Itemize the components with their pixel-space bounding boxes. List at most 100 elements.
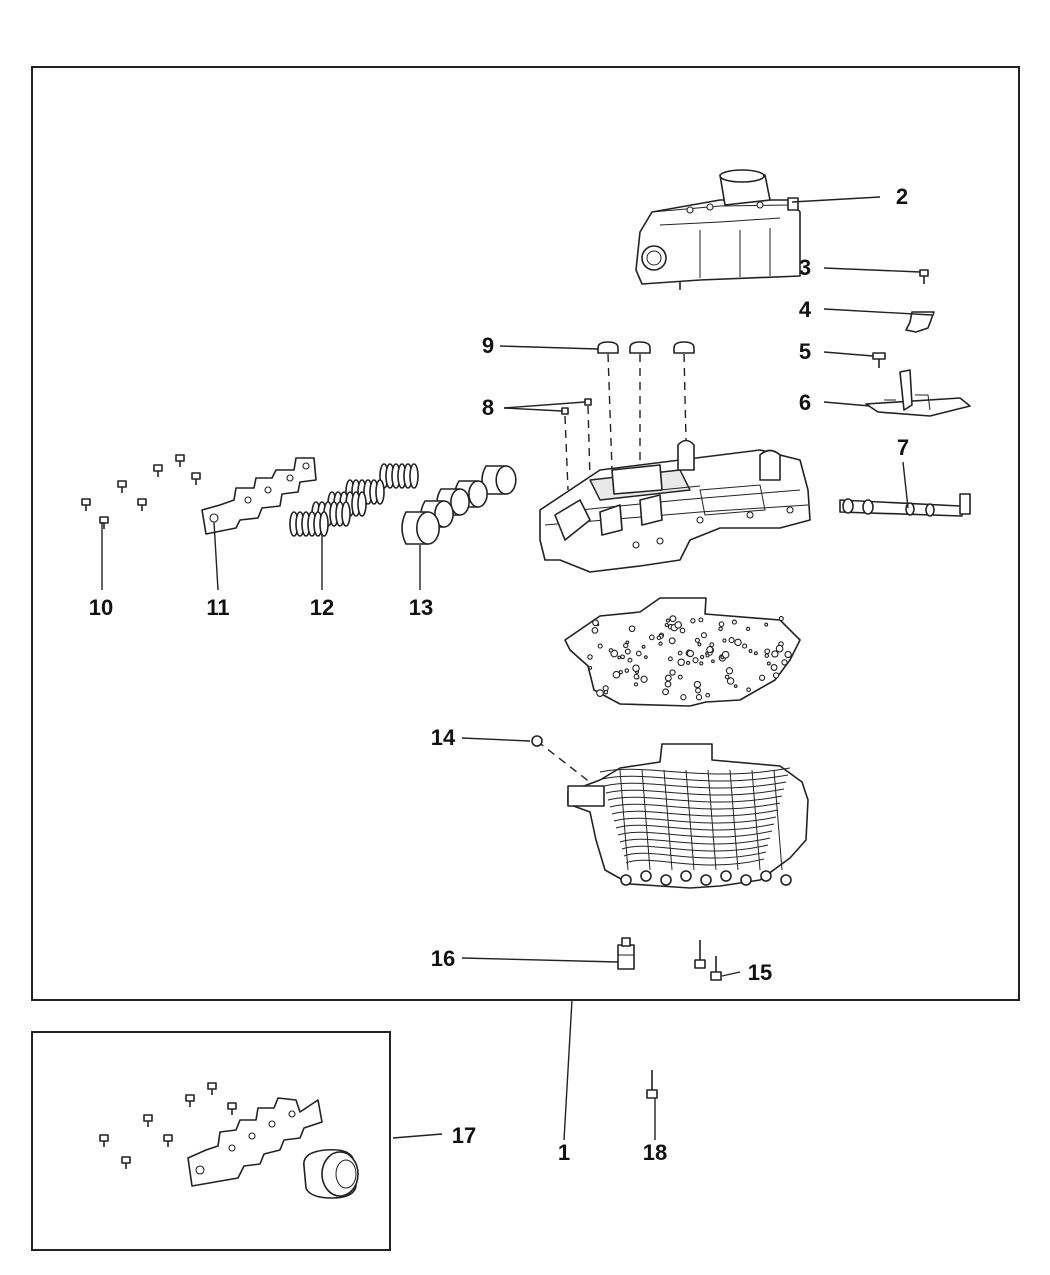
plate-hole xyxy=(695,694,703,701)
spring-coil xyxy=(319,511,329,537)
passage xyxy=(663,769,673,871)
boss xyxy=(640,870,652,882)
callout-6: 6 xyxy=(799,390,811,415)
plate-hole xyxy=(665,618,671,623)
plate-hole xyxy=(620,654,625,660)
callout-4: 4 xyxy=(799,297,812,322)
plate-hole xyxy=(693,680,702,689)
plate-hole xyxy=(640,675,648,683)
plate-hole xyxy=(588,665,593,670)
plate-hole xyxy=(699,654,705,660)
screw-10-7-head xyxy=(99,516,109,524)
piston-face xyxy=(495,465,517,495)
plate-hole xyxy=(699,661,704,666)
plate-hole xyxy=(718,621,725,627)
main-assembly-frame xyxy=(31,66,1020,1001)
passage xyxy=(773,769,783,871)
spring-12-2 xyxy=(345,479,385,505)
plate-hole xyxy=(695,687,701,694)
callout-11: 11 xyxy=(206,595,229,620)
part-6-detent-lever xyxy=(865,369,971,417)
part-15-bolts xyxy=(694,940,722,981)
kit-screw-7-head xyxy=(121,1156,131,1164)
kit-screws xyxy=(99,1082,237,1169)
plate-hole xyxy=(677,658,685,667)
screw-10-2-head xyxy=(153,464,163,472)
plate-hole xyxy=(781,659,788,666)
plate-hole xyxy=(722,638,727,643)
callout-3: 3 xyxy=(799,255,811,280)
plate-hole xyxy=(633,673,640,680)
kit-screw-4-head xyxy=(143,1114,153,1122)
plate-hole xyxy=(772,672,780,679)
plate-hole xyxy=(724,674,730,680)
part-5-screw xyxy=(872,352,886,368)
plate-hole xyxy=(771,650,779,658)
passage xyxy=(685,769,695,871)
kit-frame xyxy=(31,1031,391,1251)
leader-lines xyxy=(101,196,933,1141)
spring-coil xyxy=(357,491,367,517)
plate-hole xyxy=(591,627,599,634)
part-12-springs xyxy=(289,463,419,537)
plate-hole xyxy=(656,635,662,641)
callout-8: 8 xyxy=(482,395,494,420)
callout-13: 13 xyxy=(409,595,433,620)
plate-hole xyxy=(592,619,599,627)
plate-hole xyxy=(731,619,737,625)
kit-screw-6-head xyxy=(163,1134,173,1142)
plate-hole xyxy=(623,642,629,649)
plate-hole xyxy=(709,642,715,648)
boss xyxy=(700,874,712,886)
callout-7: 7 xyxy=(897,435,909,460)
part-13-pistons xyxy=(401,465,517,545)
callout-9: 9 xyxy=(482,333,494,358)
passage xyxy=(617,830,773,838)
plate-hole xyxy=(635,650,642,657)
part-9-caps xyxy=(597,341,695,354)
passage xyxy=(619,769,629,871)
screw-10-6-head xyxy=(137,498,147,506)
part-8-check-balls xyxy=(561,398,592,415)
kit-screw-5-head xyxy=(99,1134,109,1142)
boss xyxy=(720,870,732,882)
boss xyxy=(740,874,752,886)
boss xyxy=(780,874,792,886)
screw-10-5-head xyxy=(81,498,91,506)
passage xyxy=(641,769,651,871)
screw-10-1-head xyxy=(175,454,185,462)
passage xyxy=(601,774,789,782)
passage xyxy=(729,769,739,871)
plate-hole xyxy=(764,648,771,655)
plate-hole xyxy=(694,637,700,643)
passage xyxy=(625,858,765,866)
plate-hole xyxy=(612,670,621,679)
plate-hole xyxy=(617,655,621,660)
callout-2: 2 xyxy=(896,184,908,209)
plate-hole xyxy=(662,688,670,696)
plate-hole xyxy=(624,668,630,673)
piston-face xyxy=(415,511,440,545)
plate-hole xyxy=(596,689,604,697)
lower-body-passages xyxy=(567,767,791,871)
plate-hole xyxy=(770,664,778,671)
plate-hole xyxy=(608,648,614,653)
plate-hole xyxy=(733,684,738,688)
plate-hole xyxy=(758,674,766,681)
plate-hole xyxy=(677,650,683,656)
lower-valve-body xyxy=(567,743,809,889)
lower-body-bosses xyxy=(620,870,792,886)
plate-hole xyxy=(686,649,695,658)
passage xyxy=(599,767,791,775)
plate-hole xyxy=(766,661,771,666)
plate-hole xyxy=(658,641,663,646)
plate-hole xyxy=(745,626,751,632)
passage xyxy=(615,823,775,831)
callout-14: 14 xyxy=(431,725,456,750)
plate-hole xyxy=(603,689,609,695)
callout-12: 12 xyxy=(310,595,334,620)
plate-hole xyxy=(690,618,696,624)
plate-hole xyxy=(700,632,707,639)
plate-hole xyxy=(746,687,751,693)
